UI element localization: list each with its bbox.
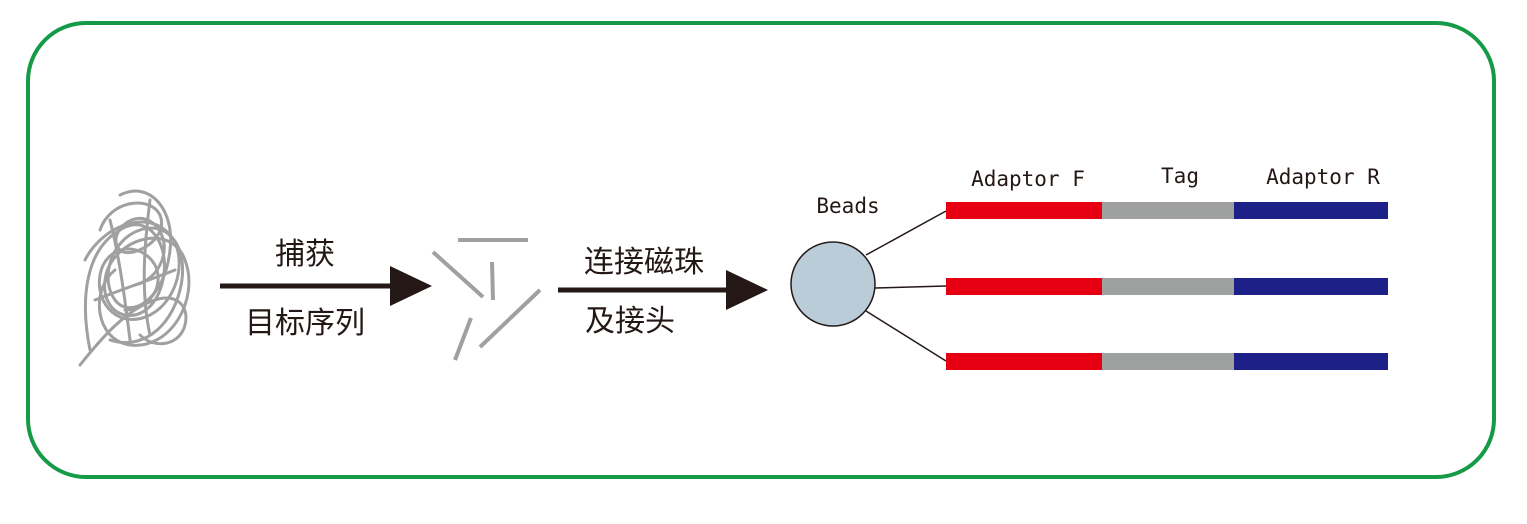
adaptor-r-segment [1234, 353, 1388, 370]
construct-row-3 [946, 353, 1388, 370]
tangled-dna-icon [78, 189, 191, 367]
construct-row-2 [946, 278, 1388, 295]
arrow1-label-top: 捕获 [275, 237, 335, 272]
magnetic-bead [790, 241, 876, 327]
arrow2-label-top: 连接磁珠 [584, 245, 704, 280]
diagram-frame [26, 21, 1496, 479]
ligation-arrow [558, 270, 768, 310]
adaptor-f-segment [946, 278, 1102, 295]
adaptor-f-segment [946, 202, 1102, 219]
bead-label: Beads [816, 194, 879, 218]
segment-label-tag: Tag [1161, 164, 1199, 188]
construct-row-1 [946, 202, 1388, 219]
adaptor-r-segment [1234, 202, 1388, 219]
segment-label-adaptor-r: Adaptor R [1266, 165, 1380, 189]
tag-segment [1102, 353, 1234, 370]
arrow1-label-bottom: 目标序列 [245, 306, 365, 341]
bead-linkers [865, 210, 947, 362]
segment-label-adaptor-f: Adaptor F [971, 167, 1085, 191]
tag-segment [1102, 278, 1234, 295]
arrow2-label-bottom: 及接头 [585, 304, 675, 339]
adaptor-f-segment [946, 353, 1102, 370]
tag-segment [1102, 202, 1234, 219]
capture-arrow [220, 266, 432, 306]
dna-fragments-icon [431, 238, 542, 361]
adaptor-r-segment [1234, 278, 1388, 295]
